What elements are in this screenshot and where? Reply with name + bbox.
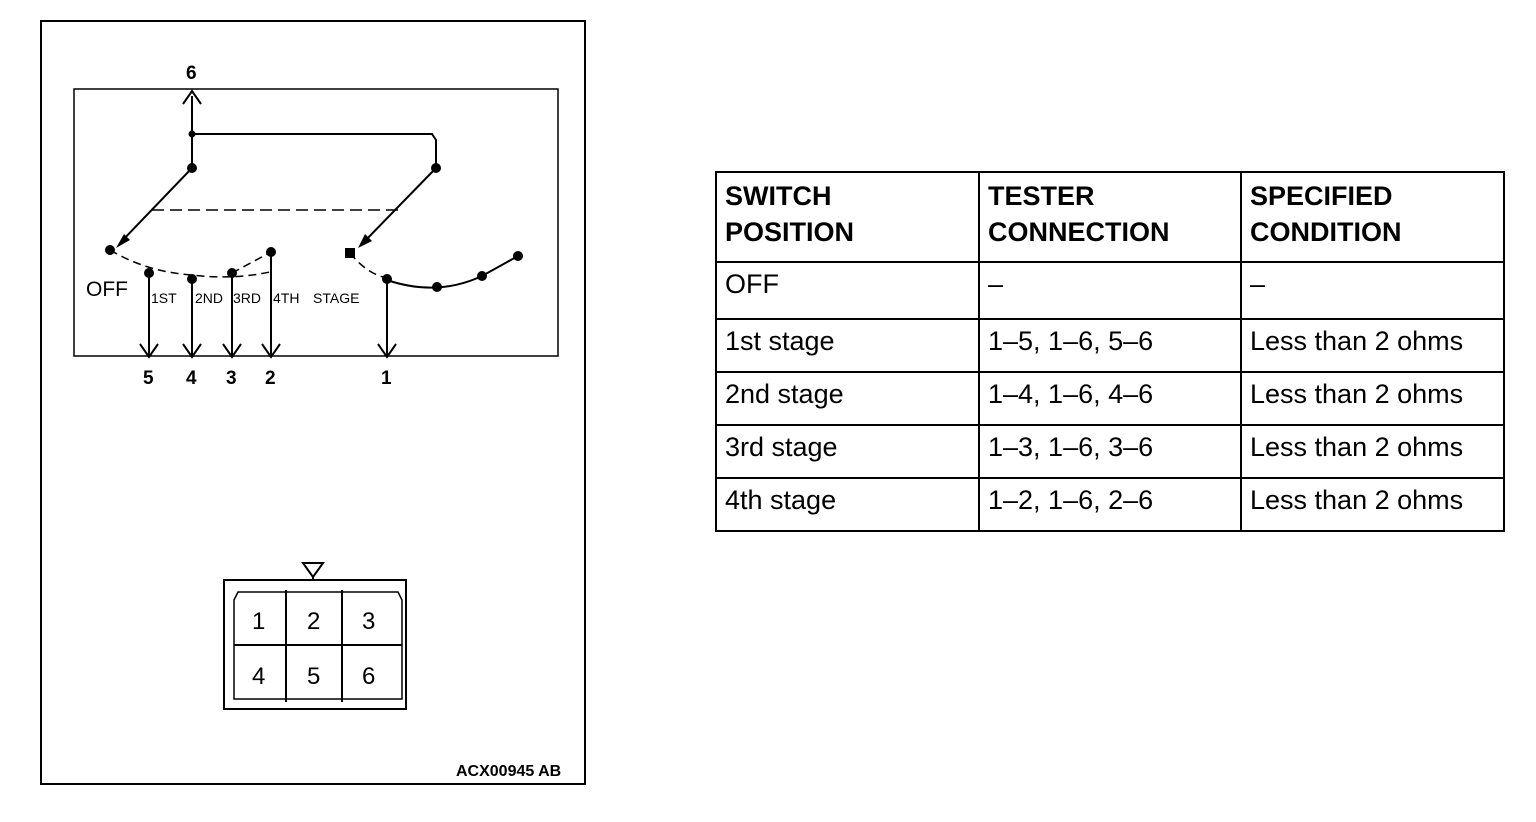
right-fixed-contacts (345, 248, 523, 292)
connector-face (223, 562, 407, 710)
header-tester-connection: TESTER CONNECTION (978, 171, 1242, 263)
position-label-off: OFF (86, 278, 128, 301)
cell-tester-connection: 1–2, 1–6, 2–6 (978, 477, 1242, 532)
cell-tester-connection: 1–3, 1–6, 3–6 (978, 424, 1242, 479)
terminal-1-lead (377, 279, 397, 359)
cell-switch-position: 3rd stage (715, 424, 980, 479)
terminal-label-1: 1 (381, 368, 392, 389)
cell-specified-condition: Less than 2 ohms (1240, 477, 1505, 532)
table-header-row: SWITCH POSITION TESTER CONNECTION SPECIF… (715, 171, 1505, 263)
switch-circuit-diagram: 6 OFF 1ST 2ND 3RD 4TH STAGE 5 4 3 2 1 1 … (73, 63, 561, 780)
cell-specified-condition: – (1240, 261, 1505, 320)
cell-switch-position: 2nd stage (715, 371, 980, 426)
cell-switch-position: 1st stage (715, 318, 980, 373)
common-bus-wire (192, 133, 437, 168)
cell-switch-position: 4th stage (715, 477, 980, 532)
left-contact-arc (109, 249, 271, 278)
connector-pin-3: 3 (362, 608, 375, 635)
connector-pin-1: 1 (252, 608, 265, 635)
table-row: 4th stage 1–2, 1–6, 2–6 Less than 2 ohms (715, 477, 1505, 532)
terminal-5-lead (139, 273, 159, 359)
table-row: OFF – – (715, 261, 1505, 320)
terminal-6-lead (182, 89, 202, 168)
connector-pin-4: 4 (252, 663, 265, 690)
position-label-2nd: 2ND (195, 290, 223, 306)
position-label-stage: STAGE (313, 290, 359, 306)
header-switch-position: SWITCH POSITION (715, 171, 980, 263)
connector-pin-2: 2 (307, 608, 320, 635)
cell-tester-connection: 1–4, 1–6, 4–6 (978, 371, 1242, 426)
terminal-label-2: 2 (265, 368, 276, 389)
connector-pin-5: 5 (307, 663, 320, 690)
switch-diagram-panel: 6 OFF 1ST 2ND 3RD 4TH STAGE 5 4 3 2 1 1 … (40, 20, 586, 785)
table-row: 3rd stage 1–3, 1–6, 3–6 Less than 2 ohms (715, 424, 1505, 479)
terminal-label-3: 3 (226, 368, 237, 389)
terminal-2-lead (261, 252, 281, 359)
terminal-label-5: 5 (143, 368, 154, 389)
position-label-3rd: 3RD (233, 290, 261, 306)
cell-tester-connection: – (978, 261, 1242, 320)
cell-specified-condition: Less than 2 ohms (1240, 318, 1505, 373)
left-moving-contact (116, 163, 197, 248)
cell-switch-position: OFF (715, 261, 980, 320)
position-label-1st: 1ST (151, 290, 177, 306)
switch-inspection-table: SWITCH POSITION TESTER CONNECTION SPECIF… (715, 171, 1505, 532)
table-row: 1st stage 1–5, 1–6, 5–6 Less than 2 ohms (715, 318, 1505, 373)
position-label-4th: 4TH (273, 290, 299, 306)
header-specified-condition: SPECIFIED CONDITION (1240, 171, 1505, 263)
table-row: 2nd stage 1–4, 1–6, 4–6 Less than 2 ohms (715, 371, 1505, 426)
cell-specified-condition: Less than 2 ohms (1240, 371, 1505, 426)
terminal-label-4: 4 (186, 368, 197, 389)
switch-body-outline (73, 88, 559, 357)
cell-tester-connection: 1–5, 1–6, 5–6 (978, 318, 1242, 373)
figure-code: ACX00945 AB (456, 763, 561, 780)
left-fixed-contacts (105, 245, 276, 284)
right-moving-contact (358, 163, 441, 248)
connector-key-marker (301, 562, 325, 579)
connector-pin-6: 6 (362, 663, 375, 690)
terminal-3-lead (222, 273, 242, 359)
terminal-4-lead (182, 279, 202, 359)
cell-specified-condition: Less than 2 ohms (1240, 424, 1505, 479)
terminal-label-6: 6 (186, 63, 197, 84)
